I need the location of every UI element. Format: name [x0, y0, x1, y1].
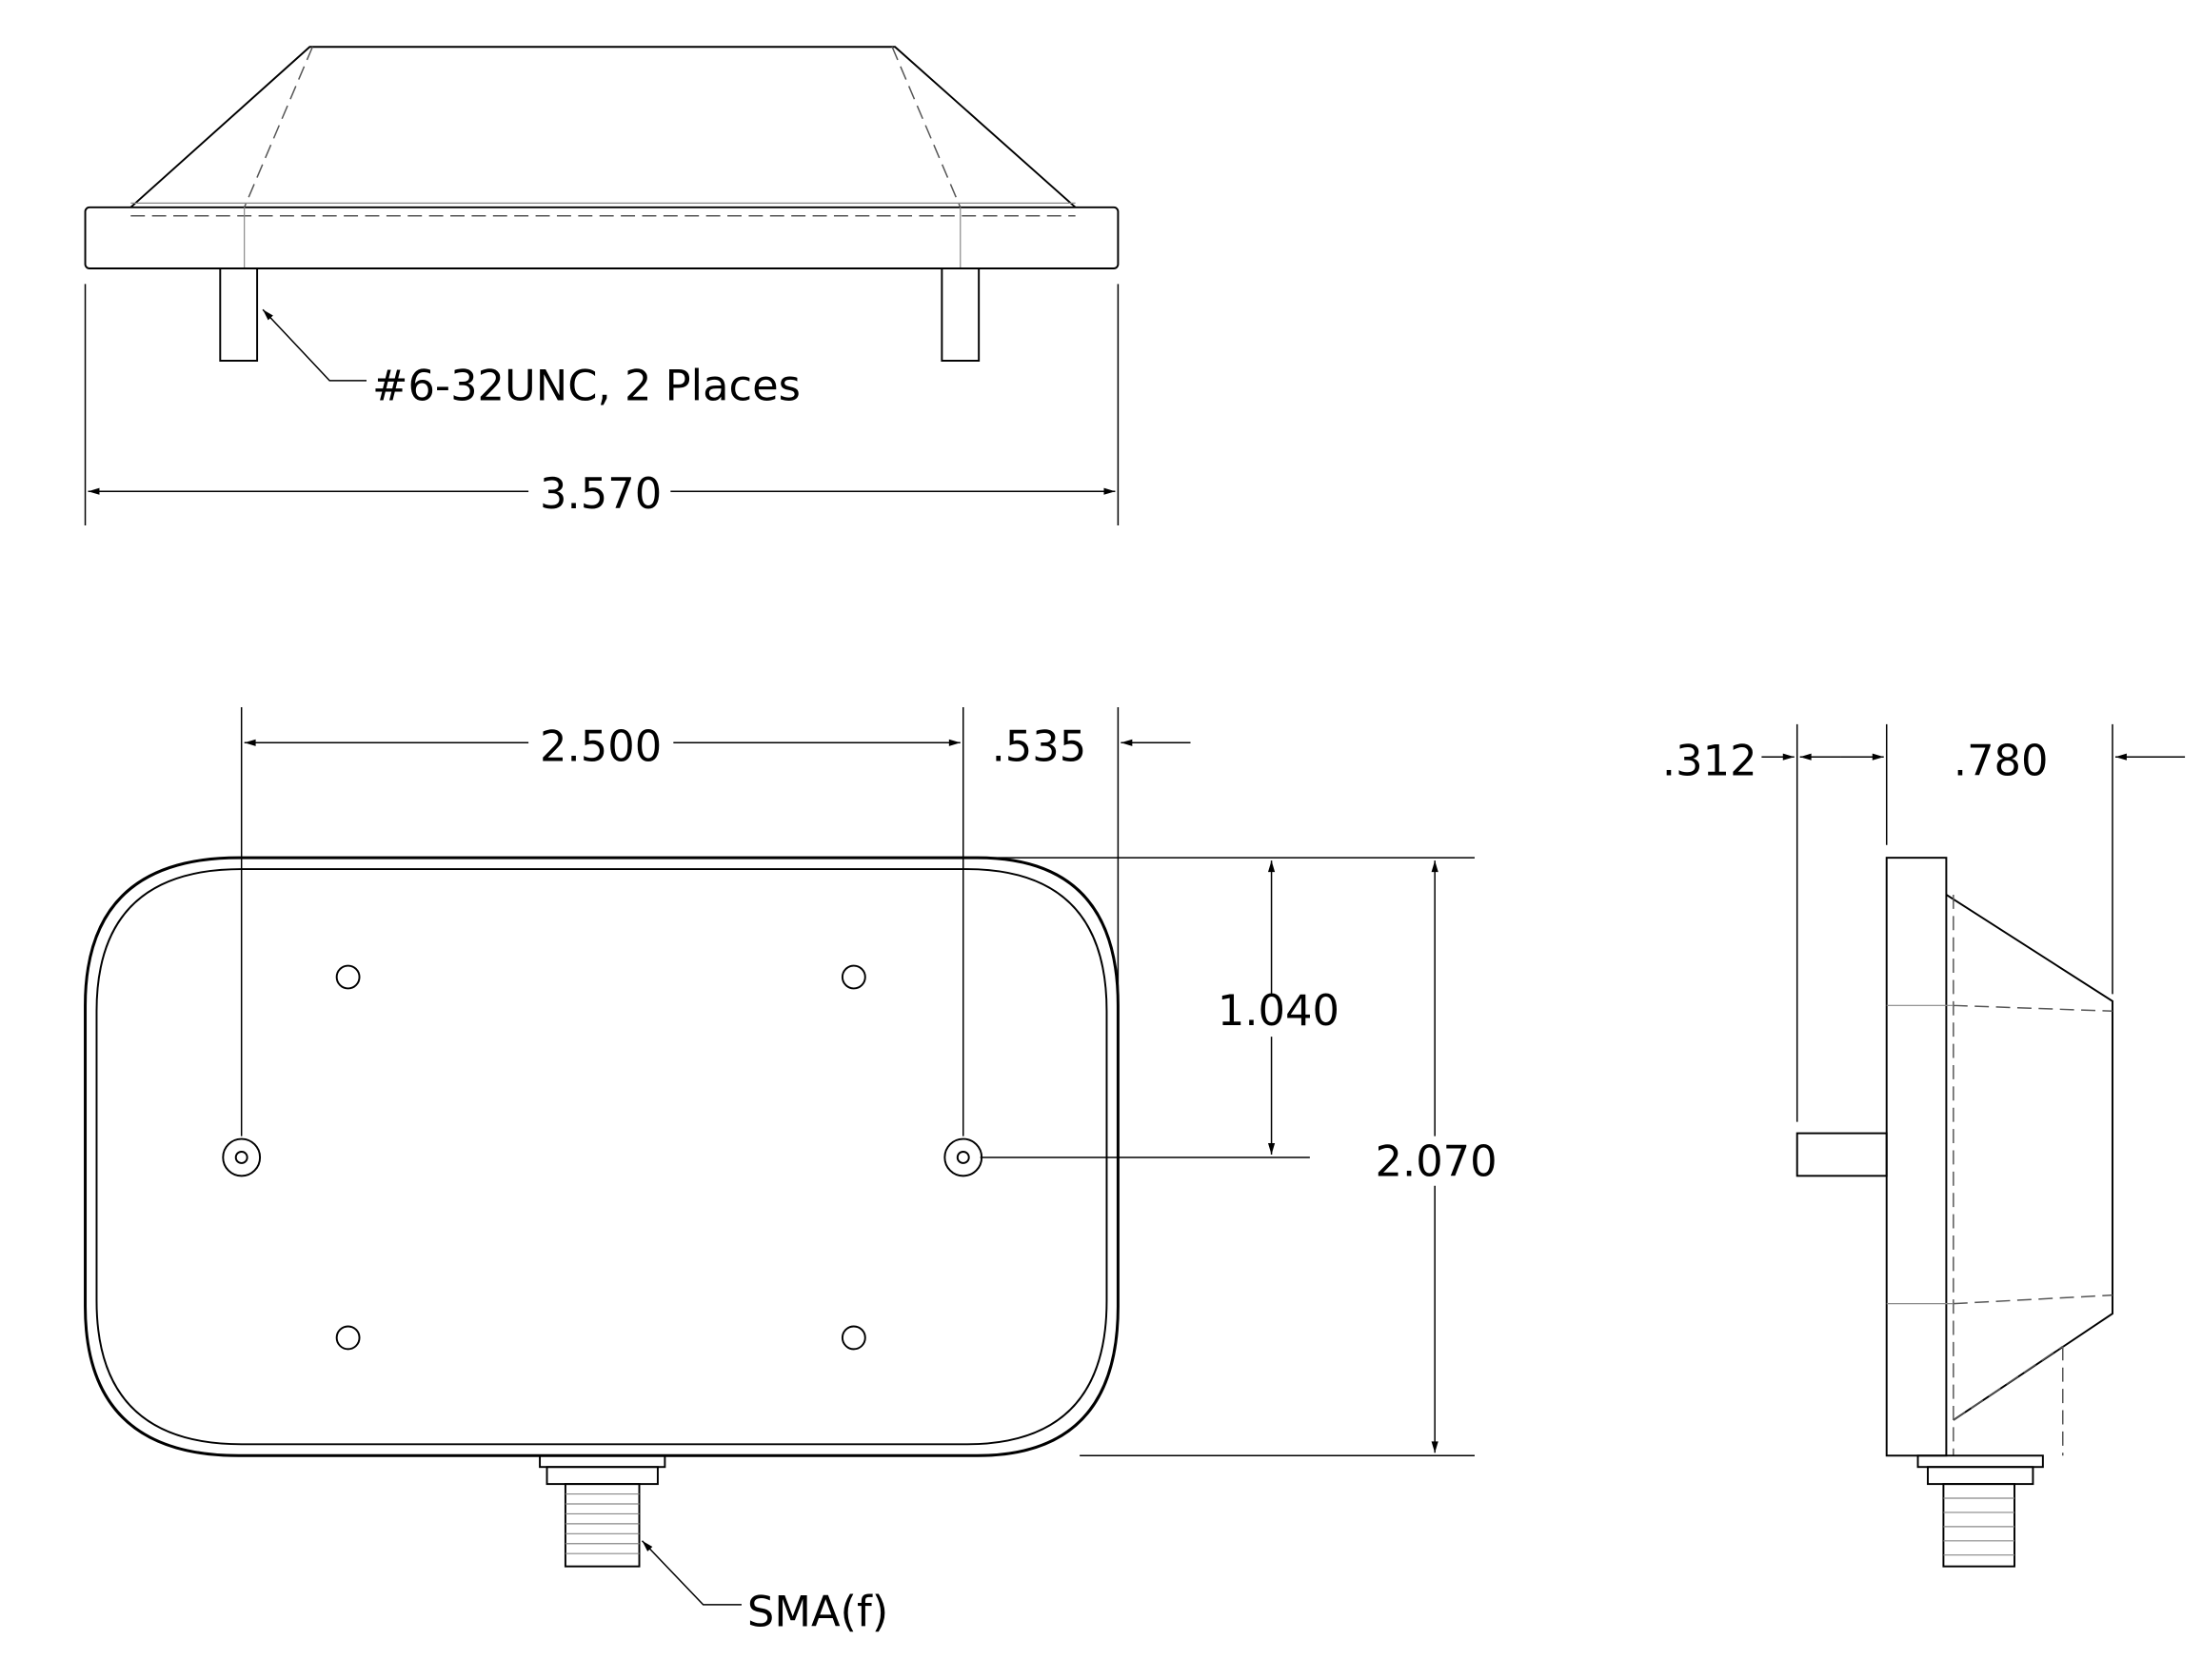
stud-callout: #6-32UNC, 2 Places	[372, 361, 801, 411]
dimension-hole-vertical-offset: 1.040	[1218, 985, 1339, 1036]
dimension-hole-edge-offset: .535	[992, 721, 1087, 772]
dimension-overall-width: 3.570	[540, 468, 662, 519]
side-view: .312 .780	[1662, 723, 2186, 1568]
top-view: #6-32UNC, 2 Places 3.570	[84, 46, 1120, 526]
mount-hole	[841, 964, 866, 990]
front-view: SMA(f) 2.500 .535 1.040 2.070	[84, 707, 1498, 1636]
mount-hole	[335, 1325, 361, 1351]
mount-hole	[335, 964, 361, 990]
sma-connector	[539, 1454, 666, 1568]
connector-callout: SMA(f)	[747, 1586, 888, 1636]
dimension-overall-height: 2.070	[1376, 1136, 1498, 1186]
stud-hole	[222, 1137, 262, 1177]
dimension-hole-spacing: 2.500	[540, 721, 662, 772]
stud-left	[219, 267, 259, 362]
side-stud	[1795, 1132, 1888, 1177]
dimension-stud-length: .312	[1662, 736, 1757, 786]
stud-hole	[943, 1137, 983, 1177]
dimension-body-depth: .780	[1954, 736, 2049, 786]
mount-hole	[841, 1325, 866, 1351]
stud-right	[941, 267, 981, 362]
